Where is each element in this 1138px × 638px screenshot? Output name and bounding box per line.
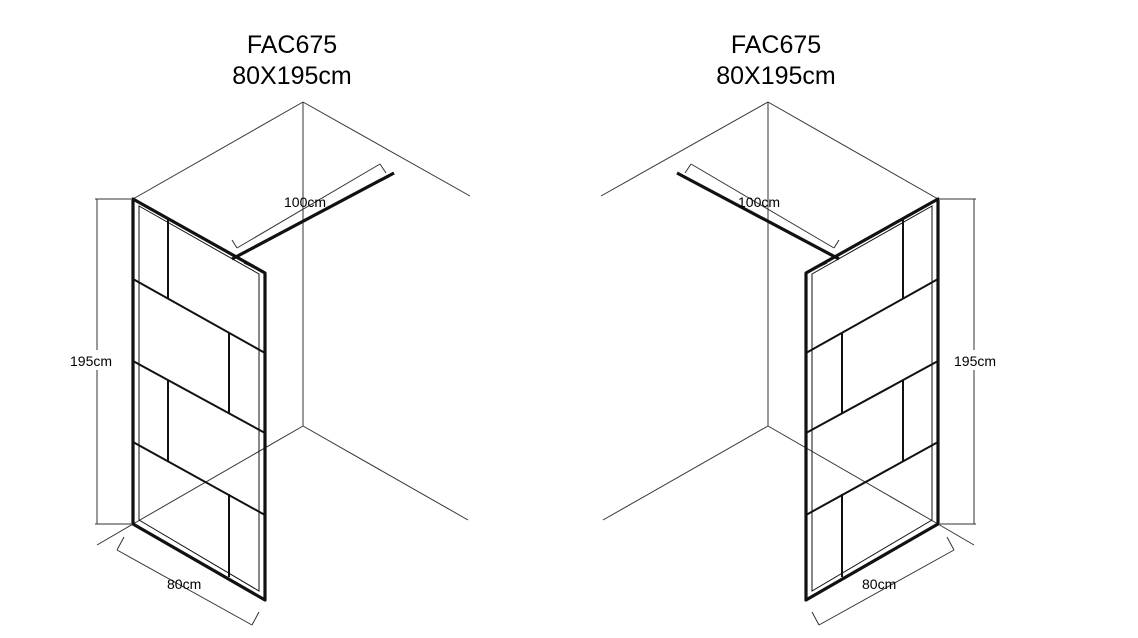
- model-label: FAC675: [730, 31, 822, 59]
- room-corner-lines: [96, 101, 471, 546]
- diagram-title-left: FAC675 80X195cm: [172, 30, 412, 92]
- height-label: 195cm: [70, 353, 112, 369]
- model-label: FAC675: [246, 31, 338, 59]
- dimension-lines: [95, 163, 387, 626]
- bar-length-label: 100cm: [738, 194, 780, 210]
- right-labels: 195cm 80cm 100cm: [738, 194, 996, 592]
- size-label: 80X195cm: [232, 62, 352, 90]
- width-label: 80cm: [167, 576, 201, 592]
- glass-panel: [676, 171, 940, 602]
- shower-screen-diagram-left: 195cm 80cm 100cm: [70, 101, 471, 626]
- size-label: 80X195cm: [716, 62, 836, 90]
- glass-panel: [131, 171, 395, 602]
- dimension-lines: [684, 163, 976, 626]
- width-label: 80cm: [862, 576, 896, 592]
- room-corner-lines: [600, 101, 975, 546]
- shower-screen-diagram-right: [600, 101, 976, 626]
- bar-length-label: 100cm: [284, 194, 326, 210]
- diagram-title-right: FAC675 80X195cm: [656, 30, 896, 92]
- height-label: 195cm: [954, 353, 996, 369]
